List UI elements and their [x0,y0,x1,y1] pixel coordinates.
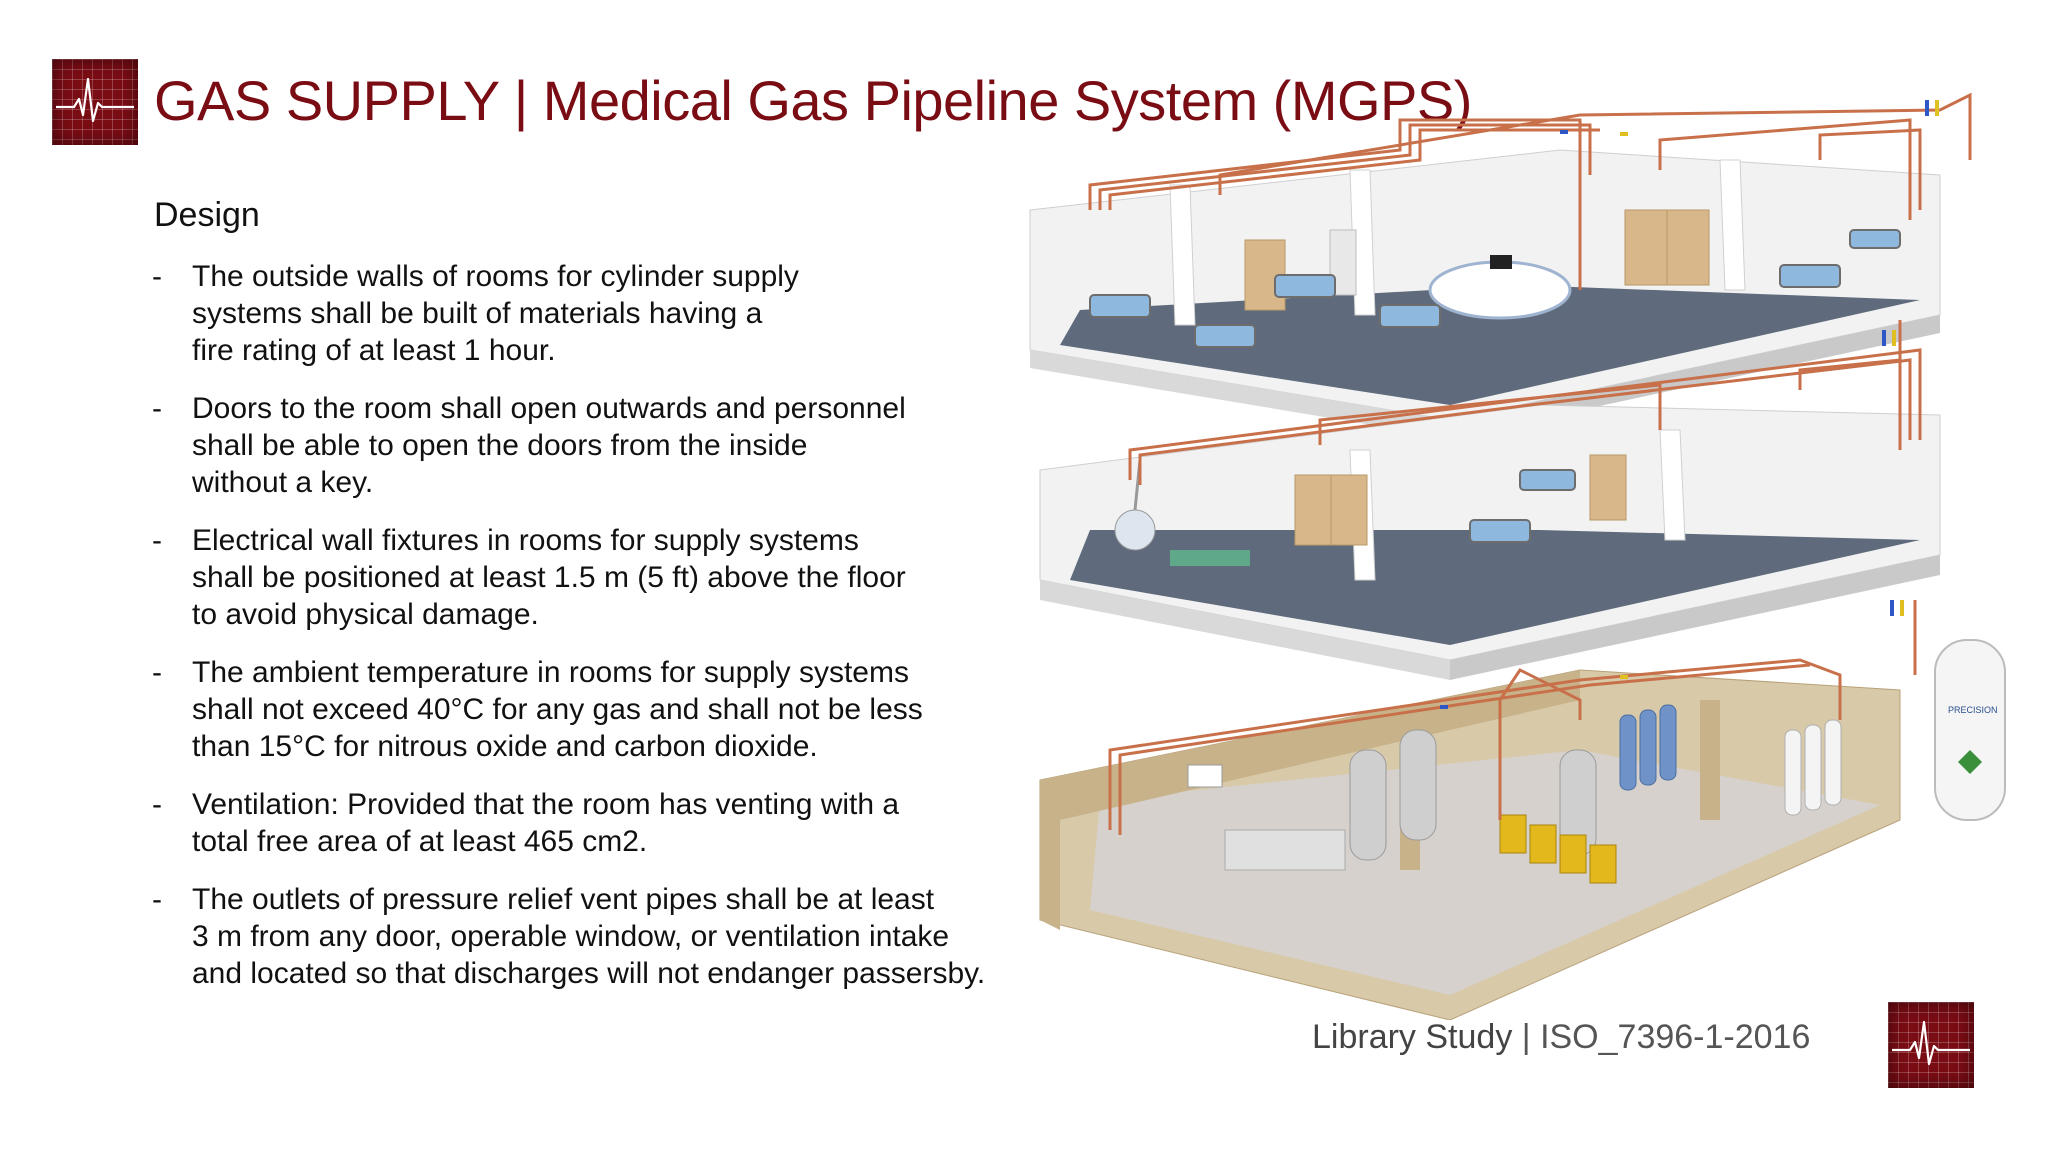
bullet-list: -The outside walls of rooms for cylinder… [152,258,1052,1013]
bullet-text-line: without a key. [192,466,374,499]
footer-citation: Library Study | ISO_7396-1-2016 [1312,1018,1810,1057]
bullet-text-line: shall be able to open the doors from the… [192,429,808,462]
bullet-text-line: total free area of at least 465 cm2. [192,825,648,858]
bullet-item: -The outside walls of rooms for cylinder… [152,258,1052,369]
bullet-marker: - [152,260,162,293]
bullet-item: -Electrical wall fixtures in rooms for s… [152,522,1052,633]
top-floor [1029,149,1941,438]
middle-floor [1039,404,1941,680]
bullet-marker: - [152,883,162,916]
slide-title: GAS SUPPLY | Medical Gas Pipeline System… [154,69,1472,132]
bullet-text-line: Ventilation: Provided that the room has … [192,788,900,821]
footer-reference: ISO_7396-1-2016 [1540,1018,1811,1056]
bullet-text-line: systems shall be built of materials havi… [192,297,763,330]
bullet-text-line: Electrical wall fixtures in rooms for su… [192,524,859,557]
mgps-building-illustration: PRECISION [1020,60,2020,1021]
bullet-item: -The outlets of pressure relief vent pip… [152,881,1052,992]
bullet-text-line: to avoid physical damage. [192,598,539,631]
ecg-logo-icon [1888,1002,1974,1088]
tank-label: PRECISION [1948,705,1998,715]
bullet-marker: - [152,392,162,425]
plant-room-floor: PRECISION [1039,639,2006,1021]
bullet-text-line: The ambient temperature in rooms for sup… [192,656,909,689]
footer-source-label: Library Study [1312,1018,1513,1056]
bullet-marker: - [152,788,162,821]
bullet-text-line: The outlets of pressure relief vent pipe… [192,883,935,916]
bullet-text-line: and located so that discharges will not … [192,957,986,990]
gas-pipelines [1088,92,1972,835]
footer-separator: | [1512,1018,1541,1056]
bullet-text-line: Doors to the room shall open outwards an… [192,392,906,425]
bullet-item: -The ambient temperature in rooms for su… [152,654,1052,765]
bullet-marker: - [152,656,162,689]
bullet-text-line: than 15°C for nitrous oxide and carbon d… [192,730,818,763]
bullet-text-line: shall be positioned at least 1.5 m (5 ft… [192,561,906,594]
bullet-text-line: The outside walls of rooms for cylinder … [192,260,799,293]
bullet-text-line: shall not exceed 40°C for any gas and sh… [192,693,923,726]
bullet-item: -Doors to the room shall open outwards a… [152,390,1052,501]
bullet-text-line: fire rating of at least 1 hour. [192,334,556,367]
pipe-markers [1440,100,1939,709]
bullet-marker: - [152,524,162,557]
bullet-item: -Ventilation: Provided that the room has… [152,786,1052,860]
bullet-text-line: 3 m from any door, operable window, or v… [192,920,950,953]
building-cutaway-svg: PRECISION [1029,92,2006,1021]
ecg-logo-icon [52,59,138,145]
section-heading: Design [154,196,260,234]
